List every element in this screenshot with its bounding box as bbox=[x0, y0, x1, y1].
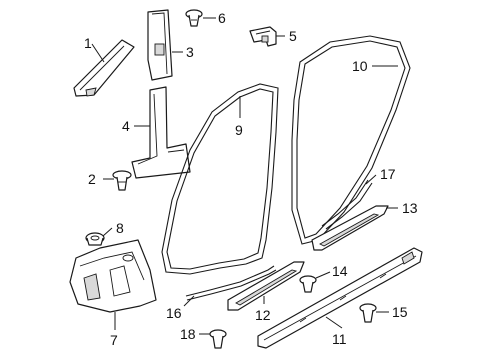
part-a-pillar-trim bbox=[73, 39, 135, 97]
callout-5: 5 bbox=[289, 28, 297, 44]
part-bracket-5 bbox=[249, 26, 277, 47]
callout-18: 18 bbox=[180, 326, 196, 342]
callout-3: 3 bbox=[186, 44, 194, 60]
callout-6: 6 bbox=[218, 10, 226, 26]
part-rear-sill-plate bbox=[311, 205, 389, 251]
leader-17 bbox=[365, 174, 377, 185]
part-clip-6 bbox=[185, 9, 203, 27]
leader-11 bbox=[325, 316, 343, 329]
callout-12: 12 bbox=[255, 307, 271, 323]
callout-15: 15 bbox=[392, 304, 408, 320]
callout-4: 4 bbox=[122, 118, 130, 134]
callout-16: 16 bbox=[166, 305, 182, 321]
part-kick-panel bbox=[69, 239, 157, 313]
part-clip-15 bbox=[359, 303, 377, 323]
callout-1: 1 bbox=[84, 35, 92, 51]
leader-16 bbox=[183, 295, 195, 307]
part-front-sill-plate bbox=[227, 261, 305, 311]
callout-8: 8 bbox=[116, 220, 124, 236]
callout-9: 9 bbox=[235, 122, 243, 138]
part-rear-door-seal bbox=[291, 35, 411, 245]
part-rocker-cover bbox=[257, 247, 423, 349]
callout-labels: 1 2 3 4 5 6 7 8 9 10 11 12 13 14 15 16 1… bbox=[84, 10, 418, 348]
callout-13: 13 bbox=[402, 200, 418, 216]
part-b-pillar-lower-trim bbox=[131, 86, 191, 179]
part-grommet-8 bbox=[85, 232, 105, 246]
leader-14 bbox=[315, 271, 331, 279]
callout-10: 10 bbox=[352, 58, 368, 74]
leader-8 bbox=[102, 227, 113, 237]
part-push-clip-2 bbox=[112, 170, 132, 191]
part-b-pillar-upper-trim bbox=[147, 9, 173, 81]
part-front-door-seal bbox=[161, 83, 279, 275]
callout-2: 2 bbox=[88, 171, 96, 187]
part-front-edge-strip bbox=[185, 265, 277, 301]
part-clip-14 bbox=[299, 275, 317, 293]
callout-7: 7 bbox=[110, 332, 118, 348]
callout-14: 14 bbox=[332, 263, 348, 279]
leader-lines bbox=[91, 17, 398, 335]
part-clip-18 bbox=[209, 329, 227, 349]
leader-1 bbox=[91, 43, 105, 63]
callout-11: 11 bbox=[332, 331, 347, 347]
callout-17: 17 bbox=[380, 166, 396, 182]
part-rear-edge-strip bbox=[321, 179, 373, 230]
